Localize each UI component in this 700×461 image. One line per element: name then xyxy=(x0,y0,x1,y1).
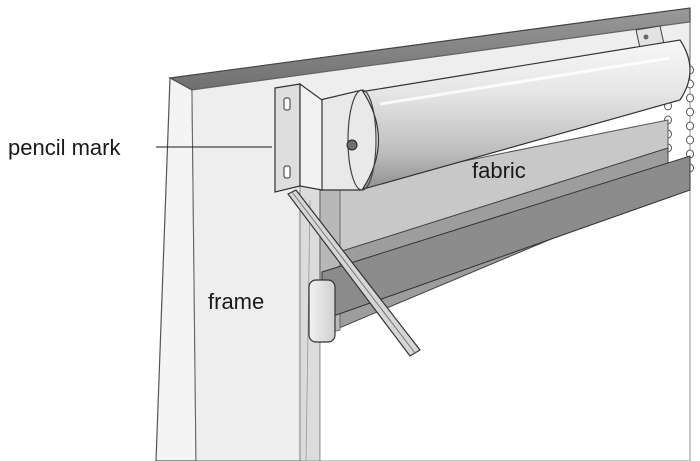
roller-pin xyxy=(346,139,358,151)
fabric-label: fabric xyxy=(472,158,526,183)
left-bracket-plate xyxy=(299,82,323,191)
bottom-rail-end-cap xyxy=(308,279,336,343)
right-bracket-screw xyxy=(643,34,649,40)
left-bracket-slot-bottom xyxy=(283,165,291,179)
roller-end-cap-rim xyxy=(347,89,377,191)
frame-face xyxy=(155,77,197,461)
left-bracket-slot-top xyxy=(283,97,291,111)
roller-tube xyxy=(359,39,691,191)
roller-highlight xyxy=(379,56,671,106)
frame-label: frame xyxy=(208,289,265,314)
pencil-mark-label: pencil mark xyxy=(8,135,121,160)
pencil-shade xyxy=(291,191,416,354)
roller-end-cap xyxy=(319,89,379,191)
frame-inner-line xyxy=(305,199,311,461)
